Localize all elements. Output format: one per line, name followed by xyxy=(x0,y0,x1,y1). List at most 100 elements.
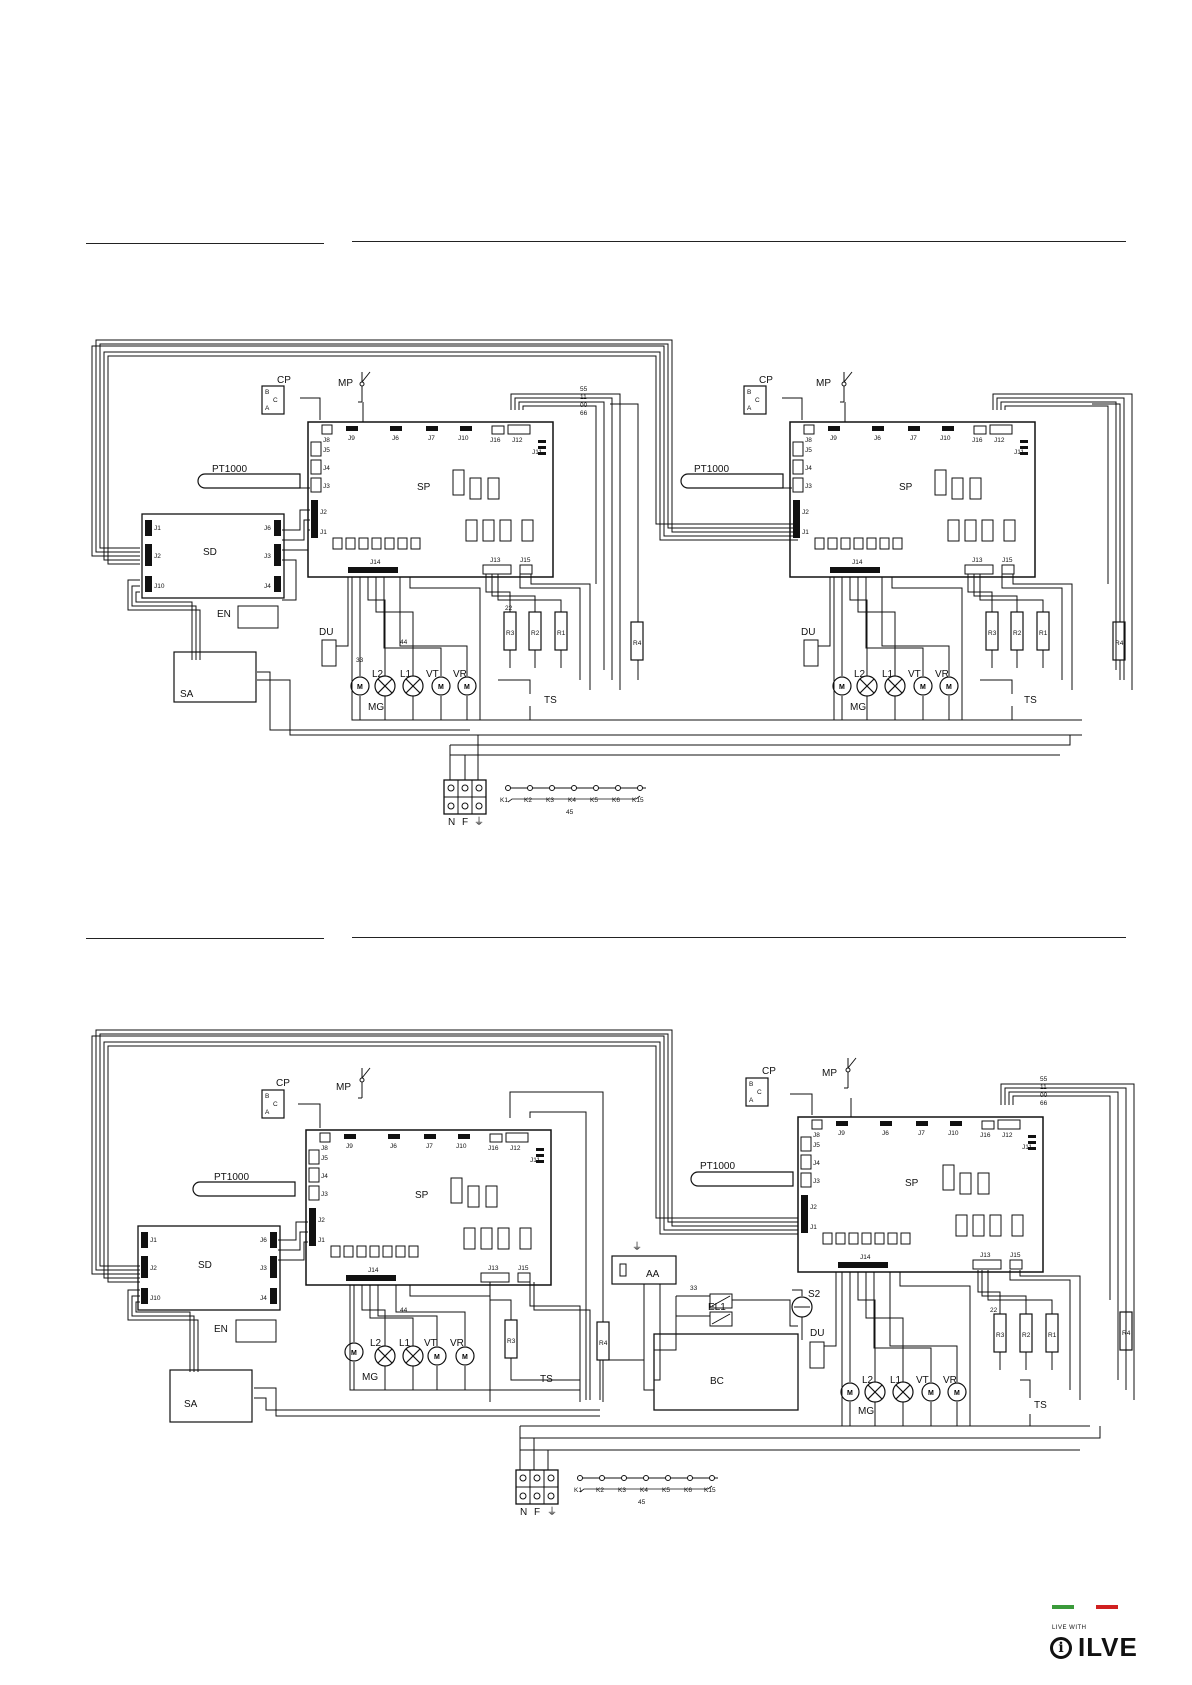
d2-key-k3: K3 xyxy=(618,1487,626,1494)
d1-key-k6: K6 xyxy=(612,797,620,804)
d2-right-sp-label: SP xyxy=(905,1178,919,1189)
d1-right-r1-label: R1 xyxy=(1039,630,1048,637)
d2-wire-44: 44 xyxy=(400,1307,408,1314)
d1-left-mg-label: MG xyxy=(368,702,384,713)
brand-name: ILVE xyxy=(1078,1632,1138,1662)
info-i-icon: i xyxy=(1050,1636,1072,1659)
d1-right-du-label: DU xyxy=(801,627,815,638)
d1-left-r3-label: R3 xyxy=(506,630,515,637)
d2-left-vt-label: VT xyxy=(424,1338,437,1349)
d2-right-bc-label: BC xyxy=(710,1376,724,1387)
d1-right-l1-label: L1 xyxy=(882,669,894,680)
d2-terminal-n: N xyxy=(520,1507,527,1518)
d1-en-box xyxy=(237,605,279,629)
d2-right-ts-label: TS xyxy=(1034,1400,1047,1411)
d2-left-sp-label: SP xyxy=(415,1190,429,1201)
d1-left-du-label: DU xyxy=(319,627,333,638)
d2-right-mg-label: MG xyxy=(858,1406,874,1417)
d2-terminal-block xyxy=(515,1469,559,1505)
d2-wire-11: 11 xyxy=(1040,1084,1047,1091)
d2-left-r3-label: R3 xyxy=(507,1338,516,1345)
d2-left-sa-label: SA xyxy=(184,1399,198,1410)
d2-left-vr-label: VR xyxy=(450,1338,464,1349)
d1-right-l2-label: L2 xyxy=(854,669,866,680)
d2-left-pt-label: PT1000 xyxy=(214,1172,249,1183)
d2-wire-55: 55 xyxy=(1040,1076,1048,1083)
d1-wire-22: 22 xyxy=(505,605,513,612)
d2-key-k2: K2 xyxy=(596,1487,604,1494)
d1-terminal-block xyxy=(443,779,487,815)
d1-left-mp-label: MP xyxy=(338,378,353,389)
ground-icon: ⏚ xyxy=(547,1506,557,1518)
d2-wire-33: 33 xyxy=(690,1285,698,1292)
brand-red-bar xyxy=(1096,1605,1118,1609)
d1-sa-box xyxy=(173,651,257,703)
d1-left-r1-label: R1 xyxy=(557,630,566,637)
d1-left-vt-label: VT xyxy=(426,669,439,680)
d1-terminal-f: F xyxy=(462,817,468,828)
d2-wire-22: 22 xyxy=(990,1307,998,1314)
d1-right-r2-label: R2 xyxy=(1013,630,1022,637)
d1-left-sa-label: SA xyxy=(180,689,194,700)
d2-left-mg-label: MG xyxy=(362,1372,378,1383)
d2-right-r2-label: R2 xyxy=(1022,1332,1031,1339)
section-1-rule-long xyxy=(352,241,1126,242)
d2-terminal-f: F xyxy=(534,1507,540,1518)
d1-right-vr-label: VR xyxy=(935,669,949,680)
d2-right-el1-label: EL1 xyxy=(708,1302,726,1313)
d1-right-vt-label: VT xyxy=(908,669,921,680)
d2-wire-00: 00 xyxy=(1040,1092,1048,1099)
d2-left-sd-label: SD xyxy=(198,1260,212,1271)
d2-right-du-label: DU xyxy=(810,1328,824,1339)
d1-terminal-n: N xyxy=(448,817,455,828)
d2-right-aa-label: AA xyxy=(646,1269,660,1280)
d2-right-s2-label: S2 xyxy=(808,1289,821,1300)
d1-right-mp-label: MP xyxy=(816,378,831,389)
d1-key-k5: K5 xyxy=(590,797,598,804)
d1-left-pt-label: PT1000 xyxy=(212,464,247,475)
d1-wire-11: 11 xyxy=(580,394,587,401)
d1-wire-00: 00 xyxy=(580,402,588,409)
d2-right-vr-label: VR xyxy=(943,1375,957,1386)
brand-logo: i ILVE xyxy=(1050,1632,1138,1663)
d2-key-k15: K15 xyxy=(704,1487,716,1494)
d2-left-r4-label: R4 xyxy=(599,1340,608,1347)
d2-key-group: 45 xyxy=(638,1499,646,1506)
d1-left-l1-label: L1 xyxy=(400,669,412,680)
d2-right-mp-label: MP xyxy=(822,1068,837,1079)
d2-key-k4: K4 xyxy=(640,1487,648,1494)
d2-right-du-box xyxy=(809,1341,825,1369)
d2-en-box xyxy=(235,1319,277,1343)
d1-left-sd-label: SD xyxy=(203,547,217,558)
brand-green-bar xyxy=(1052,1605,1074,1609)
d1-left-r4-label: R4 xyxy=(633,640,642,647)
diagram-1: SP SD SA EN CP MP PT1000 DU MG L2 L1 VT … xyxy=(91,339,1133,828)
d1-right-r3-label: R3 xyxy=(988,630,997,637)
d1-left-ts-label: TS xyxy=(544,695,557,706)
brand-color-bars xyxy=(1052,1605,1122,1611)
d1-left-vr-label: VR xyxy=(453,669,467,680)
d1-right-cp-label: CP xyxy=(759,375,773,386)
d2-left-cp-label: CP xyxy=(276,1078,290,1089)
d1-wire-55: 55 xyxy=(580,386,588,393)
d2-right-cp-label: CP xyxy=(762,1066,776,1077)
d1-left-cp-label: CP xyxy=(277,375,291,386)
d2-sa-box xyxy=(169,1369,253,1423)
d2-right-vt-label: VT xyxy=(916,1375,929,1386)
d1-right-pt-label: PT1000 xyxy=(694,464,729,475)
d2-wire-66: 66 xyxy=(1040,1100,1048,1107)
d1-key-k4: K4 xyxy=(568,797,576,804)
d1-right-mg-label: MG xyxy=(850,702,866,713)
d2-left-mp-label: MP xyxy=(336,1082,351,1093)
d1-du-box xyxy=(321,639,337,667)
d2-left-en-label: EN xyxy=(214,1324,228,1335)
d1-right-ts-label: TS xyxy=(1024,695,1037,706)
section-2-rule-short xyxy=(86,938,324,939)
d2-right-l1-label: L1 xyxy=(890,1375,902,1386)
d1-left-sp-label: SP xyxy=(417,482,431,493)
section-1-rule-short xyxy=(86,243,324,244)
d1-key-k2: K2 xyxy=(524,797,532,804)
d1-left-l2-label: L2 xyxy=(372,669,384,680)
d1-right-r4-label: R4 xyxy=(1115,640,1124,647)
